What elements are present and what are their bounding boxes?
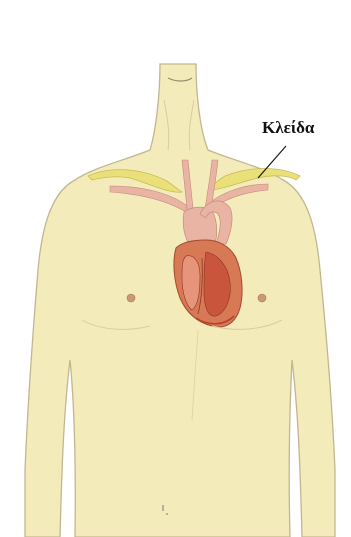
right-nipple	[258, 294, 266, 302]
clavicle-label: Κλείδα	[262, 118, 314, 138]
left-nipple	[127, 294, 135, 302]
